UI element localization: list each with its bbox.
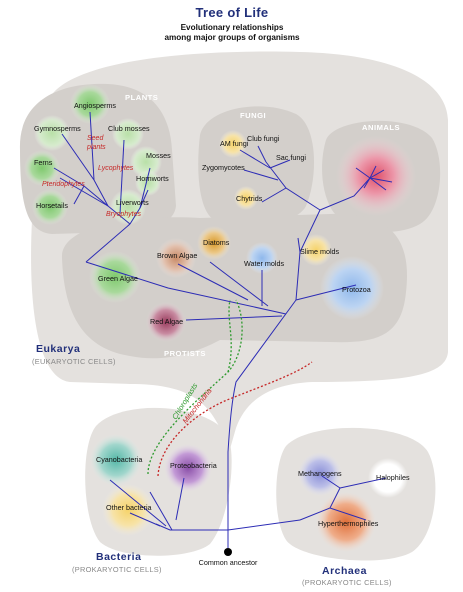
common-ancestor-label: Common ancestor [199,558,258,567]
bacteria-note: (PROKARYOTIC CELLS) [72,565,162,574]
green-algae-blob [89,251,141,303]
common-ancestor-dot [224,548,232,556]
proteobacteria-blob [164,444,212,492]
pteridophytes-label: Pteridophytes [42,181,85,188]
diagram-title: Tree of Life [196,5,269,20]
ferns-label: Ferns [34,158,53,167]
gymnosperms-blob [34,115,70,151]
water-molds-label: Water molds [244,259,284,268]
green-algae-label: Green Algae [98,274,138,283]
eukarya-note: (EUKARYOTIC CELLS) [32,357,116,366]
ferns-blob [24,150,60,186]
am-fungi-label: AM fungi [220,139,249,148]
club-fungi-label: Club fungi [247,134,280,143]
bryophytes-label: Bryophytes [106,211,142,218]
am-fungi-blob [219,130,247,158]
cyanobacteria-label: Cyanobacteria [96,455,142,464]
halophiles-blob [368,458,408,498]
seed-plants-label-2: plants [86,144,106,151]
angiosperms-blob [70,84,110,124]
club-mosses-blob [112,118,144,150]
bacteria-label: Bacteria [96,551,141,563]
archaea-label: Archaea [322,565,367,577]
red-algae-blob [146,302,186,342]
animals-group-label: ANIMALS [362,123,400,132]
eukarya-label: Eukarya [36,343,80,355]
club-mosses-label: Club mosses [108,124,150,133]
liverworts-label: Liverworts [116,198,149,207]
subtitle-line-2: among major groups of organisms [164,33,300,42]
gymnosperms-label: Gymnosperms [34,124,81,133]
slime-molds-blob [300,234,332,266]
mosses-blob [130,146,162,178]
methanogens-blob [298,452,342,496]
chytrids-blob [234,186,258,210]
mitochondria-line [157,361,313,477]
diatoms-blob [197,226,231,260]
tree-branches [53,111,393,531]
protozoa-label: Protozoa [342,285,371,294]
cyanobacteria-blob [90,434,142,486]
angiosperms-label: Angiosperms [74,101,116,110]
diatoms-label: Diatoms [203,238,230,247]
other-bacteria-blob [102,484,154,536]
chloroplast-line-2 [227,299,232,373]
sac-fungi-label: Sac fungi [276,153,306,162]
hornworts-blob [135,170,161,196]
zygomycotes-label: Zygomycotes [202,163,245,172]
other-bacteria-label: Other bacteria [106,503,152,512]
brown-algae-label: Brown Algae [157,251,197,260]
protists-group-label: PROTISTS [164,349,206,358]
horsetails-label: Horsetails [36,201,68,210]
fungi-group-label: FUNGI [240,111,266,120]
hyperthermophiles-label: Hyperthermophiles [318,519,379,528]
protozoa-blob [320,256,384,320]
proteobacteria-label: Proteobacteria [170,461,217,470]
animals-blob [336,136,416,216]
chytrids-label: Chytrids [236,194,263,203]
red-algae-label: Red Algae [150,317,183,326]
liverworts-blob [110,189,146,225]
slime-molds-label: Slime molds [300,247,340,256]
halophiles-label: Halophiles [376,473,410,482]
subtitle-line-1: Evolutionary relationships [181,23,284,32]
water-molds-blob [246,242,278,274]
horsetails-blob [32,189,68,225]
methanogens-label: Methanogens [298,469,342,478]
plants-group-label: PLANTS [125,93,158,102]
hornworts-label: Hornworts [136,174,169,183]
mosses-label: Mosses [146,151,171,160]
lycophytes-label: Lycophytes [98,165,134,172]
seed-plants-label-1: Seed [87,135,104,142]
archaea-note: (PROKARYOTIC CELLS) [302,578,392,587]
